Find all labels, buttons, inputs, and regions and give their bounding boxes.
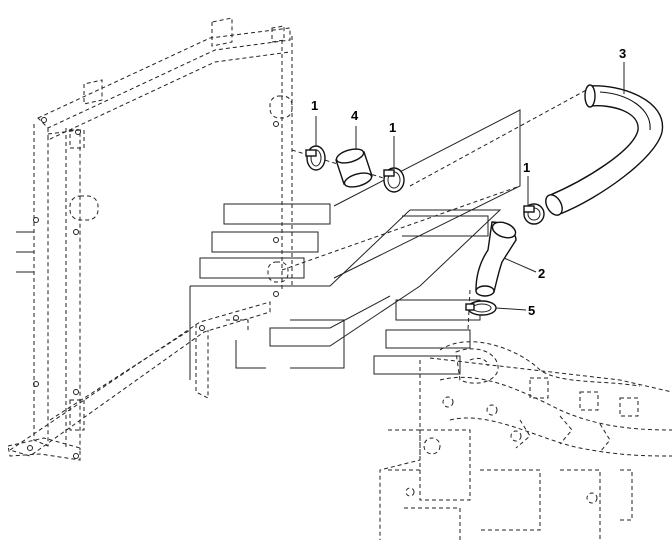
engine-block bbox=[379, 341, 672, 540]
chevron-markings bbox=[189, 109, 521, 380]
clamp-1b-shape bbox=[383, 167, 405, 193]
callout-sleeve-4: 4 bbox=[351, 108, 359, 123]
callout-labels: 1 4 1 3 1 2 5 bbox=[311, 46, 626, 318]
lower-hose bbox=[475, 221, 517, 297]
sleeve bbox=[335, 148, 373, 188]
upper-hose bbox=[545, 84, 664, 216]
clamp-1a-shape bbox=[305, 145, 326, 171]
callout-clamp-1b: 1 bbox=[389, 120, 396, 135]
callout-upper-hose-3: 3 bbox=[619, 46, 626, 61]
callout-lower-hose-2: 2 bbox=[538, 266, 545, 281]
radiator bbox=[7, 17, 293, 461]
callout-clamp-1a: 1 bbox=[311, 98, 318, 113]
routing-lines bbox=[281, 87, 591, 331]
clamp-5-shape bbox=[465, 300, 497, 316]
callout-clamp-5: 5 bbox=[528, 303, 535, 318]
clamp-1c-shape bbox=[523, 203, 545, 225]
callout-clamp-1c: 1 bbox=[523, 160, 530, 175]
leader-lines bbox=[315, 62, 625, 311]
